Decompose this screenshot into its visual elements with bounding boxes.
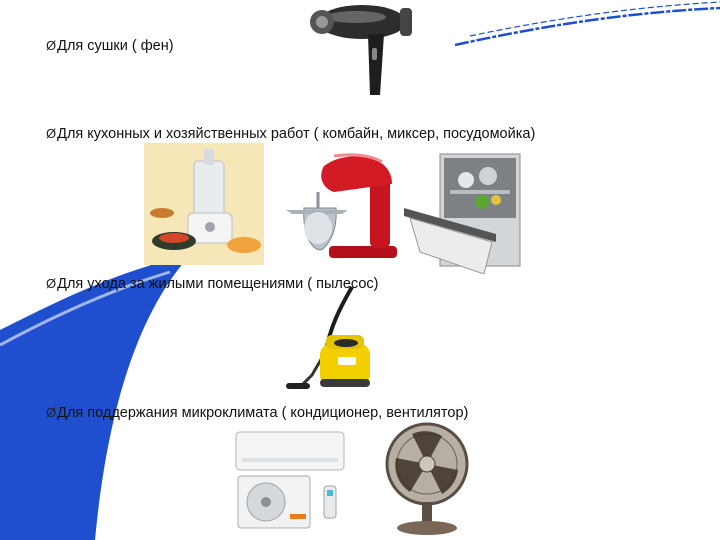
stand-mixer-icon [286, 153, 397, 258]
bullet-kitchen: ØДля кухонных и хозяйственных работ ( ко… [46, 125, 535, 143]
bullet-climate: ØДля поддержания микроклимата ( кондицио… [46, 404, 468, 422]
dishwasher-icon [404, 153, 521, 274]
bullet-text: Для сушки ( фен) [57, 38, 174, 54]
vacuum-cleaner-icon [286, 285, 370, 389]
desk-fan-icon [385, 422, 469, 535]
hair-dryer-icon [310, 5, 412, 95]
food-processor-icon [144, 143, 264, 265]
bullet-text: Для ухода за жилыми помещениями ( пылесо… [57, 276, 379, 292]
air-conditioner-icon [235, 431, 345, 529]
bullet-drying: ØДля сушки ( фен) [46, 37, 174, 55]
bullet-text: Для поддержания микроклимата ( кондицион… [57, 405, 469, 421]
bullet-marker: Ø [46, 405, 57, 420]
bullet-marker: Ø [46, 126, 57, 141]
bullet-cleaning: ØДля ухода за жилыми помещениями ( пылес… [46, 275, 379, 293]
bullet-text: Для кухонных и хозяйственных работ ( ком… [57, 126, 536, 142]
bullet-marker: Ø [46, 38, 57, 53]
bullet-marker: Ø [46, 276, 57, 291]
